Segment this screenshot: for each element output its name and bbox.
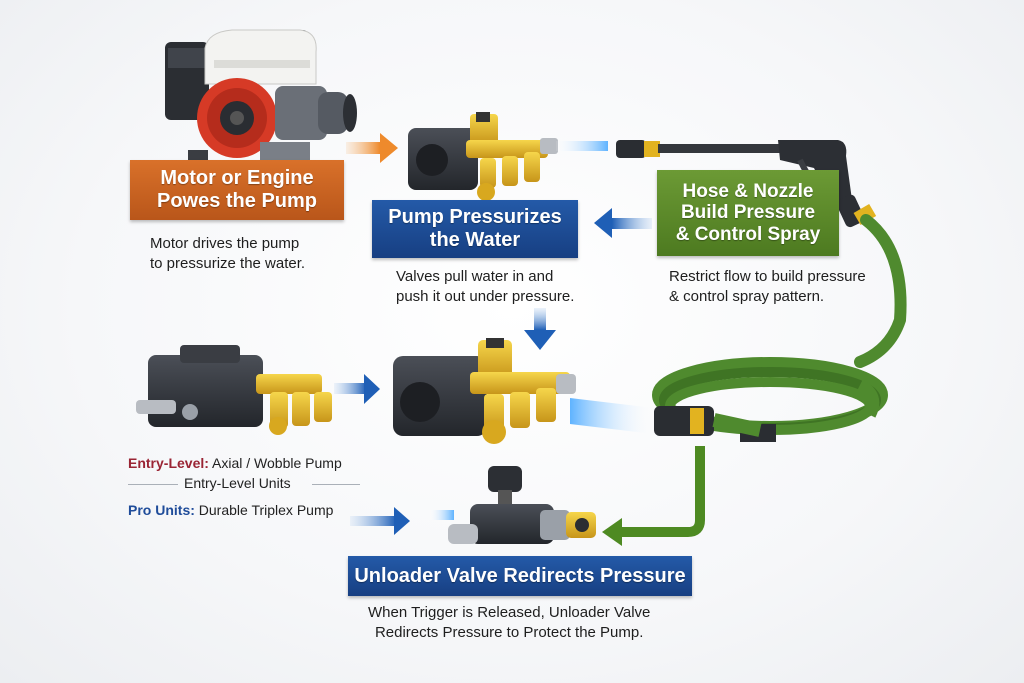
entry-level-note: Entry-Level: Axial / Wobble Pump	[128, 455, 342, 471]
water-jet-top	[556, 141, 608, 151]
axial-pump-icon	[136, 345, 332, 435]
triplex-pump-top-icon	[408, 112, 558, 201]
step-hose-description: Restrict flow to build pressure& control…	[669, 268, 866, 305]
triplex-pump-icon	[393, 338, 576, 444]
pro-units-note: Pro Units: Durable Triplex Pump	[128, 502, 334, 518]
unloader-valve-icon	[430, 466, 596, 544]
flow-arrow-hose-to-pump	[594, 208, 652, 238]
engine-icon	[165, 29, 357, 162]
flow-arrow-to-unloader	[350, 507, 410, 535]
step-unloader-description: When Trigger is Released, Unloader Valve…	[368, 604, 651, 641]
flow-arrow-hose-to-unloader	[602, 446, 705, 546]
flow-arrow-engine-to-pump	[346, 133, 398, 163]
hose-coil-icon	[652, 214, 907, 442]
flow-arrow-axial-to-triplex	[334, 374, 380, 404]
entry-level-units-divider: Entry-Level Units	[184, 475, 291, 491]
step-unloader-title: Unloader Valve Redirects Pressure	[348, 556, 692, 596]
divider-left	[128, 484, 178, 485]
flow-arrow-down	[524, 308, 556, 350]
water-spray	[570, 398, 654, 434]
divider-right	[312, 484, 360, 485]
